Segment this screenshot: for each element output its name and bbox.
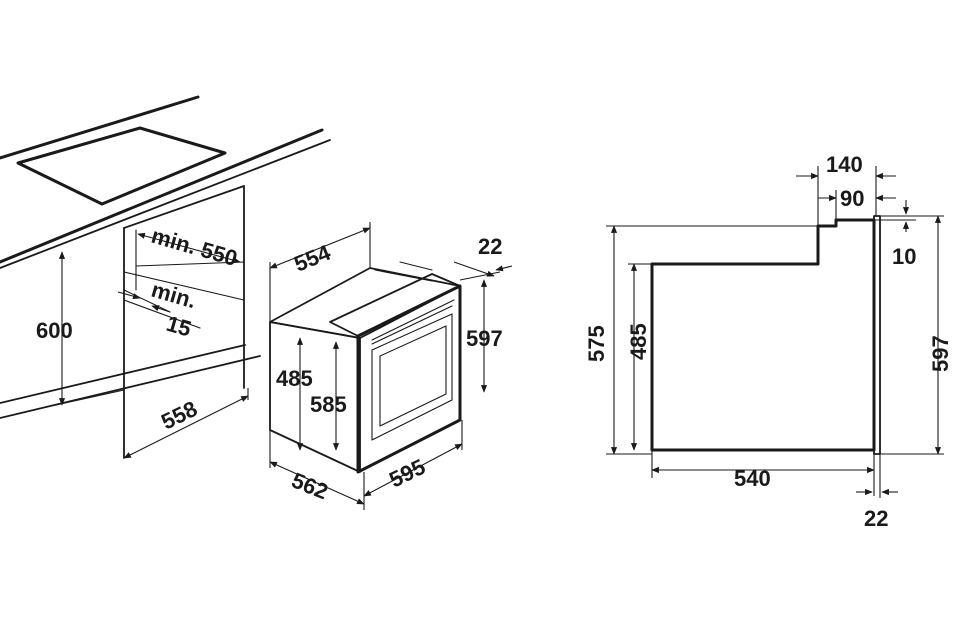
label-22-top: 22: [478, 234, 502, 259]
cabinet-dimensions: [55, 232, 249, 459]
installation-view: min. 550 min. 15 600 558 554 22 597 485 …: [0, 95, 513, 510]
label-485-right: 485: [626, 323, 651, 360]
side-labels: 140 90 10 575 485 597 540 22: [584, 152, 953, 531]
side-view: 140 90 10 575 485 597 540 22: [584, 152, 953, 531]
side-dimensions: [606, 166, 944, 498]
label-600: 600: [36, 318, 73, 343]
label-90: 90: [840, 186, 864, 211]
label-562: 562: [288, 467, 331, 504]
label-558: 558: [157, 396, 201, 435]
label-min-15: 15: [164, 311, 194, 342]
label-22-bottom: 22: [864, 506, 888, 531]
label-140: 140: [826, 152, 863, 177]
label-10: 10: [892, 244, 916, 269]
oven-front-panel: [873, 215, 881, 455]
hob: [16, 126, 227, 206]
countertop: [0, 95, 331, 419]
label-575: 575: [584, 325, 609, 362]
label-540: 540: [734, 466, 771, 491]
label-597-left: 597: [466, 326, 503, 351]
label-585: 585: [310, 392, 347, 417]
label-595: 595: [385, 454, 429, 493]
oven-door-window: [371, 313, 453, 441]
label-597-right: 597: [928, 335, 953, 372]
oven-dimensions: [269, 222, 513, 510]
label-485-left: 485: [276, 366, 313, 391]
oven-side-profile: [650, 218, 876, 452]
